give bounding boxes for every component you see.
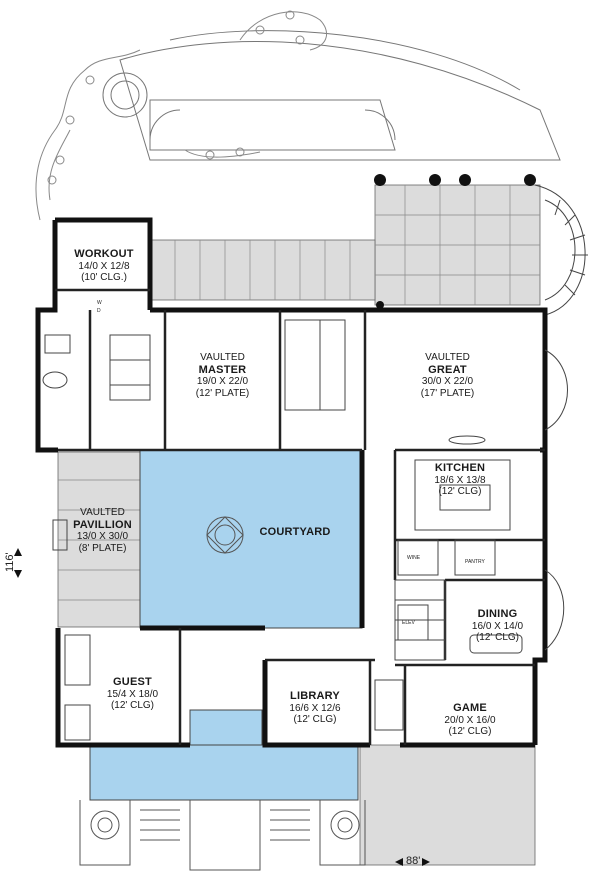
room-guest: GUEST 15/4 X 18/0 (12' CLG) (90, 676, 175, 712)
dimension-width: 88' (406, 855, 421, 867)
room-dining: DINING 16/0 X 14/0 (12' CLG) (455, 608, 540, 644)
label-dryer: D (97, 308, 101, 314)
room-name: KITCHEN (434, 462, 486, 474)
room-vaulted: VAULTED (80, 507, 125, 518)
room-dims: 30/0 X 22/0 (421, 376, 474, 388)
room-courtyard: COURTYARD (245, 526, 345, 539)
columns (374, 174, 536, 309)
room-note: (8' PLATE) (78, 542, 127, 554)
pool-landscape (102, 30, 561, 161)
courtyard-medallion (206, 516, 244, 554)
room-dims: 14/0 X 12/8 (78, 260, 130, 272)
room-dims: 18/6 X 13/8 (434, 474, 486, 486)
label-elev: ELEV (402, 620, 415, 626)
room-kitchen: KITCHEN 18/6 X 13/8 (12' CLG) (410, 462, 510, 498)
room-name: DINING (477, 608, 518, 620)
room-name: LIBRARY (290, 690, 340, 702)
room-note: (12' PLATE) (195, 387, 250, 399)
room-note: (12' CLG) (475, 632, 520, 644)
room-note: (12' CLG) (448, 726, 492, 738)
dimension-depth: 116' (4, 552, 16, 572)
label-washer: W (97, 300, 102, 306)
room-name: COURTYARD (259, 526, 331, 538)
room-note: (10' CLG.) (81, 272, 127, 284)
room-name: PAVILLION (73, 518, 132, 531)
room-note: (17' PLATE) (420, 387, 475, 399)
dimension-markers (14, 548, 430, 866)
spiral-stair (534, 184, 588, 316)
room-vaulted: VAULTED (425, 352, 470, 363)
front-planters (79, 800, 366, 871)
room-dims: 20/0 X 16/0 (444, 714, 496, 726)
room-library: LIBRARY 16/6 X 12/6 (12' CLG) (270, 690, 360, 726)
room-dims: 15/4 X 18/0 (106, 688, 159, 700)
room-note: (12' CLG) (438, 486, 482, 498)
fixtures (42, 319, 568, 741)
room-game: GAME 20/0 X 16/0 (12' CLG) (420, 702, 520, 738)
room-name: GREAT (428, 363, 467, 376)
label-wine: WINE (407, 555, 421, 561)
room-name: WORKOUT (74, 248, 134, 260)
room-name: GAME (453, 702, 487, 714)
interior-walls (55, 288, 545, 745)
room-vaulted: VAULTED (200, 352, 245, 363)
room-great: VAULTED GREAT 30/0 X 22/0 (17' PLATE) (390, 352, 505, 399)
room-master: VAULTED MASTER 19/0 X 22/0 (12' PLATE) (165, 352, 280, 399)
label-pantry: PANTRY (465, 559, 485, 565)
room-note: (12' CLG) (293, 714, 337, 726)
room-dims: 16/6 X 12/6 (289, 702, 341, 714)
room-name: MASTER (198, 363, 247, 376)
room-note: (12' CLG) (110, 700, 155, 712)
room-pavillion: VAULTED PAVILLION 13/0 X 30/0 (8' PLATE) (55, 507, 150, 554)
room-name: GUEST (113, 676, 152, 688)
room-workout: WORKOUT 14/0 X 12/8 (10' CLG.) (58, 248, 150, 284)
room-dims: 19/0 X 22/0 (196, 376, 249, 388)
shrubs (35, 10, 328, 221)
room-dims: 13/0 X 30/0 (76, 531, 129, 543)
room-dims: 16/0 X 14/0 (471, 620, 524, 632)
courtyard-water (89, 449, 363, 801)
pergola (58, 185, 540, 601)
